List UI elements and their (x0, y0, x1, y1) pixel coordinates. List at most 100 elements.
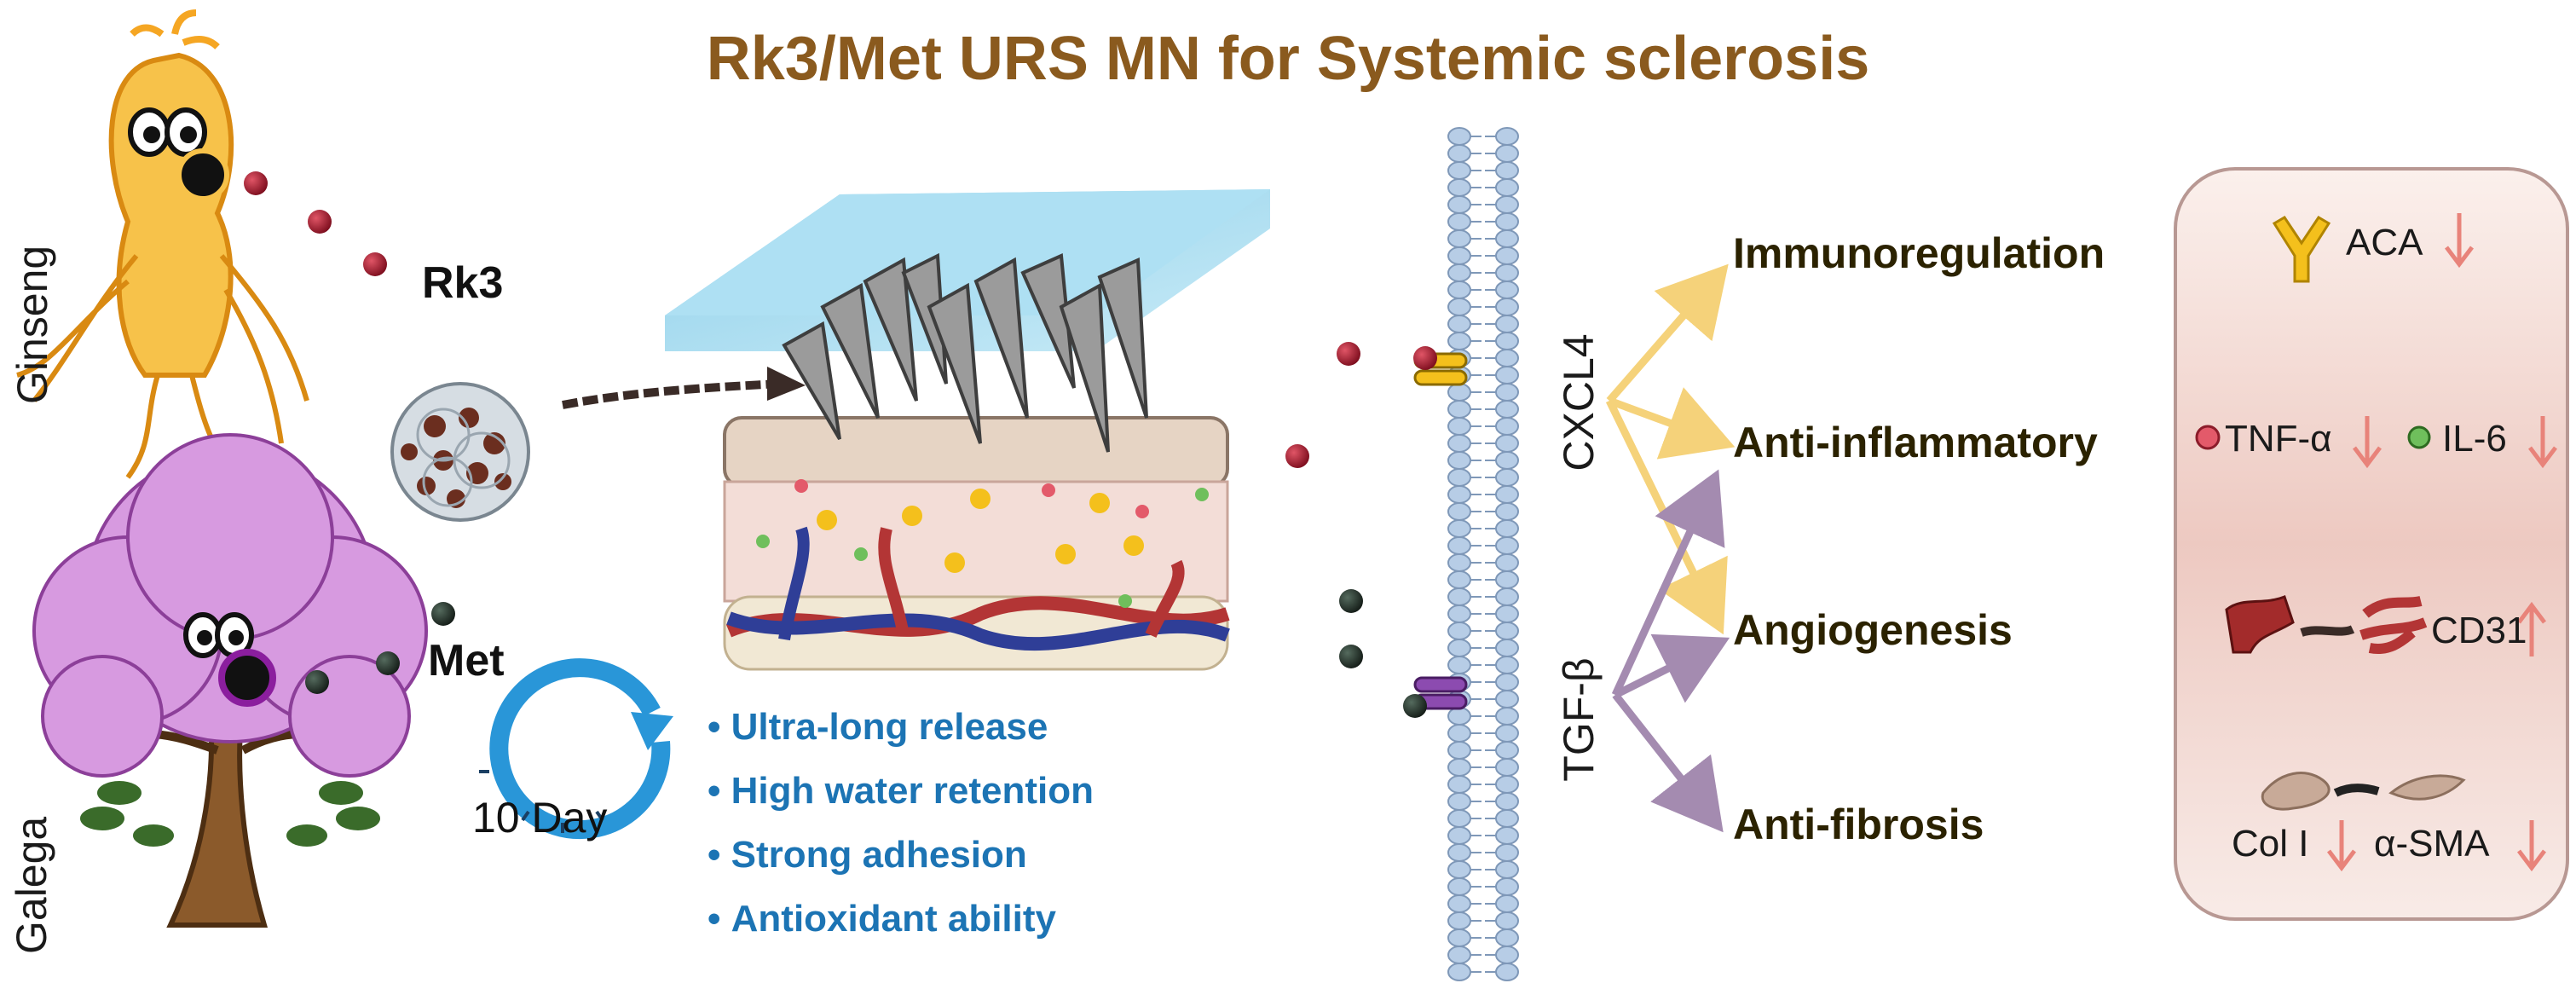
tgf-beta-receptor (1403, 676, 1468, 718)
lipid-head (1495, 553, 1519, 572)
met-bead (431, 602, 455, 626)
il6-dot (2407, 425, 2431, 449)
met-bead (1339, 589, 1363, 613)
lipid-head (1447, 894, 1471, 913)
lipid-head (1447, 622, 1471, 640)
lipid-head (1447, 144, 1471, 163)
lipid-head (1447, 877, 1471, 896)
lipid-head (1495, 843, 1519, 862)
lipid-head (1447, 434, 1471, 453)
marker-aca: ACA (2346, 222, 2423, 263)
lipid-head (1447, 263, 1471, 282)
lipid-head (1447, 587, 1471, 606)
lipid-head (1495, 332, 1519, 350)
lipid-head (1447, 315, 1471, 333)
lipid-head (1495, 690, 1519, 708)
nanoparticle-illustration (390, 382, 530, 522)
label-release-days: 10 Day (472, 794, 608, 842)
lipid-head (1495, 417, 1519, 436)
marker-change-arrows (2327, 213, 2557, 872)
microneedles (782, 252, 1148, 453)
tnf-dot (2195, 425, 2221, 450)
lipid-head (1495, 604, 1519, 623)
feature-item: • Antioxidant ability (708, 898, 1056, 940)
lipid-head (1495, 639, 1519, 657)
cd31-up-arrow (2517, 601, 2546, 656)
rk3-bead (244, 171, 268, 195)
lipid-head (1495, 724, 1519, 743)
lipid-head (1495, 434, 1519, 453)
lipid-head (1495, 485, 1519, 504)
feature-text: High water retention (731, 770, 1095, 812)
lipid-head (1447, 570, 1471, 589)
lipid-head (1447, 400, 1471, 419)
label-rk3: Rk3 (422, 258, 504, 308)
met-bead (376, 651, 400, 675)
asma-down-arrow (2517, 820, 2546, 872)
tnf-down-arrow (2353, 416, 2382, 469)
lipid-head (1447, 963, 1471, 981)
markers-panel (2174, 167, 2569, 921)
label-tgf-beta: TGF-β (1555, 657, 1603, 782)
label-met: Met (428, 636, 505, 685)
lipid-head (1495, 366, 1519, 385)
outcome-anti-inflammatory: Anti-inflammatory (1733, 419, 2098, 466)
aca-antibody-icon (2272, 215, 2331, 283)
lipid-head (1495, 502, 1519, 521)
aca-down-arrow (2445, 213, 2474, 269)
met-bead (1339, 645, 1363, 668)
cxcl4-arrows (1605, 263, 1736, 635)
lipid-head (1447, 502, 1471, 521)
outcome-angiogenesis: Angiogenesis (1733, 606, 2013, 654)
lipid-head (1495, 775, 1519, 794)
lipid-head (1447, 553, 1471, 572)
lipid-head (1447, 246, 1471, 265)
lipid-head (1447, 928, 1471, 947)
lipid-head (1495, 144, 1519, 163)
cxcl4-receptor (1413, 346, 1468, 386)
lipid-head (1495, 400, 1519, 419)
lipid-head (1447, 758, 1471, 777)
lipid-head (1447, 792, 1471, 811)
lipid-head (1495, 383, 1519, 402)
lipid-head (1447, 178, 1471, 197)
lipid-head (1447, 911, 1471, 930)
lipid-head (1447, 332, 1471, 350)
lipid-head (1495, 792, 1519, 811)
lipid-head (1495, 809, 1519, 828)
lipid-head (1447, 468, 1471, 487)
cell-membrane (1447, 127, 1519, 981)
lipid-head (1495, 570, 1519, 589)
lipid-head (1495, 587, 1519, 606)
lipid-head (1495, 315, 1519, 333)
label-galega: Galega (8, 816, 55, 954)
rk3-bead (363, 252, 387, 276)
outcome-anti-fibrosis: Anti-fibrosis (1733, 801, 1984, 848)
lipid-head (1495, 877, 1519, 896)
rk3-bead (1285, 444, 1309, 468)
met-bead (305, 670, 329, 694)
lipid-head (1495, 536, 1519, 555)
lipid-head (1447, 519, 1471, 538)
diagram-title: Rk3/Met URS MN for Systemic sclerosis (706, 25, 1870, 93)
vessel-icons (2225, 595, 2428, 654)
marker-tnf-alpha: TNF-α (2225, 418, 2332, 460)
galega-illustration (32, 433, 428, 928)
lipid-head (1447, 604, 1471, 623)
marker-cd31: CD31 (2431, 610, 2527, 651)
lipid-head (1447, 946, 1471, 964)
lipid-head (1495, 946, 1519, 964)
feature-item: • High water retention (708, 770, 1095, 812)
lipid-head (1495, 161, 1519, 180)
label-ginseng: Ginseng (9, 245, 56, 404)
lipid-head (1447, 383, 1471, 402)
lipid-head (1447, 212, 1471, 231)
lipid-head (1447, 656, 1471, 674)
lipid-head (1447, 281, 1471, 299)
lipid-head (1495, 911, 1519, 930)
fibroblast-icons (2261, 772, 2466, 811)
lipid-head (1495, 826, 1519, 845)
release-timer-icon (479, 658, 673, 840)
lipid-head (1495, 298, 1519, 316)
